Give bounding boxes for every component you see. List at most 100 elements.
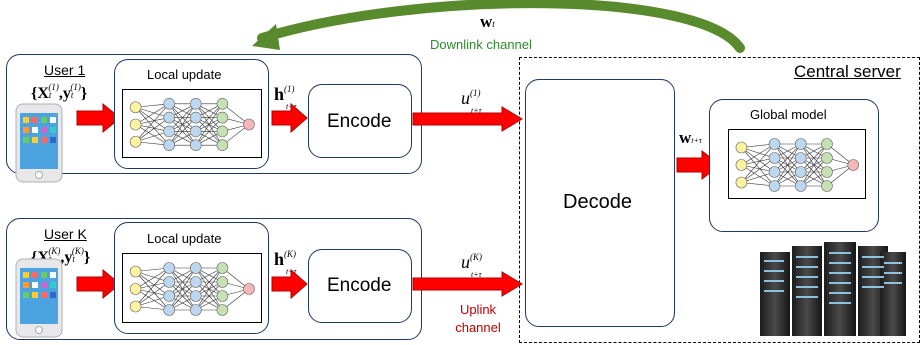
nn-edge <box>800 143 828 187</box>
nn-node <box>190 276 202 288</box>
nn-node <box>216 276 229 288</box>
nn-node <box>735 141 748 154</box>
nn-edge <box>195 267 223 311</box>
nn-edge <box>135 271 170 283</box>
nn-node <box>794 180 807 192</box>
nn-node <box>163 262 176 274</box>
neural-network-icon <box>122 253 262 323</box>
nn-node <box>216 290 229 302</box>
server-w-symbol: wt+τ <box>679 128 702 147</box>
nn-edge <box>135 106 170 118</box>
userK-u-symbol: u(K) <box>461 252 482 272</box>
nn-node <box>163 290 176 302</box>
nn-edge <box>741 157 775 183</box>
nn-node <box>163 125 176 138</box>
central-server-region <box>519 57 920 343</box>
nn-node <box>129 118 142 131</box>
nn-node <box>794 152 807 164</box>
nn-edge <box>135 107 170 146</box>
nn-edge <box>774 157 801 187</box>
nn-edge <box>741 164 775 187</box>
nn-node <box>243 118 255 131</box>
local-update-label: Local update <box>147 67 222 82</box>
encode-label: Encode <box>327 111 392 132</box>
nn-edge <box>168 103 197 132</box>
smartphone-icon <box>12 258 68 340</box>
nn-node <box>190 98 202 110</box>
nn-edge <box>135 267 170 307</box>
global-model-label: Global model <box>750 107 827 122</box>
arrow-local-update-to-encode <box>271 268 308 300</box>
nn-node <box>794 138 807 150</box>
user1-h-symbol: h(1) <box>274 84 295 104</box>
nn-edge <box>135 124 170 146</box>
nn-edge <box>135 107 170 132</box>
nn-edge <box>195 103 223 132</box>
nn-edge <box>741 143 775 183</box>
arrow-encode-to-decode-userK <box>412 271 523 297</box>
nn-edge <box>168 103 197 146</box>
central-server-label: Central server <box>794 62 901 81</box>
nn-edge <box>135 288 170 311</box>
nn-node <box>163 304 176 316</box>
nn-edge <box>195 117 223 146</box>
nn-edge <box>195 103 223 146</box>
user1-u-symbol: u(1) <box>461 88 481 108</box>
local-update-label: Local update <box>147 231 222 246</box>
encode-box <box>308 249 412 323</box>
nn-edge <box>168 117 197 146</box>
nn-edge <box>135 267 170 290</box>
nn-node <box>768 152 781 164</box>
nn-node <box>243 283 255 295</box>
nn-edge <box>800 143 828 173</box>
nn-node <box>821 152 833 164</box>
nn-node <box>735 176 748 189</box>
arrow-data-to-local-update <box>76 102 121 134</box>
nn-node <box>768 180 781 192</box>
nn-node <box>129 135 142 148</box>
nn-node <box>190 111 202 124</box>
nn-node <box>216 111 229 124</box>
user1-label: User 1 <box>44 62 86 78</box>
nn-node <box>216 304 229 316</box>
nn-node <box>190 304 202 316</box>
uplink-label: Uplink channel <box>455 302 501 335</box>
nn-node <box>190 125 202 138</box>
nn-edge <box>195 267 223 297</box>
encode-box <box>308 84 412 158</box>
nn-node <box>129 300 142 313</box>
nn-edge <box>774 143 801 173</box>
nn-node <box>129 101 142 114</box>
nn-node <box>768 166 781 178</box>
userK-h-symbol: h(K) <box>274 249 297 269</box>
nn-node <box>129 265 142 278</box>
nn-node <box>190 290 202 302</box>
nn-edge <box>135 117 170 142</box>
nn-node <box>821 180 833 192</box>
nn-node <box>216 125 229 138</box>
nn-node <box>794 166 807 178</box>
encode-label: Encode <box>327 275 392 296</box>
userK-label: User K <box>44 226 87 242</box>
nn-node <box>190 139 202 152</box>
nn-node <box>768 138 781 150</box>
nn-node <box>821 166 833 178</box>
nn-node <box>163 98 176 110</box>
nn-edge <box>741 143 775 166</box>
userK-u-subscript: t+τ <box>471 270 482 279</box>
nn-edge <box>135 271 170 297</box>
nn-edge <box>135 131 170 143</box>
nn-edge <box>135 103 170 125</box>
neural-network-icon <box>728 129 866 199</box>
nn-edge <box>741 147 775 173</box>
downlink-w-symbol: wt <box>480 12 495 31</box>
arrow-encode-to-decode-user1 <box>412 106 523 132</box>
neural-network-icon <box>122 89 262 158</box>
decode-label: Decode <box>563 191 632 213</box>
server-rack-icon <box>760 242 906 336</box>
nn-edge <box>195 281 223 311</box>
nn-edge <box>774 143 802 187</box>
nn-node <box>163 276 176 288</box>
nn-node <box>163 111 176 124</box>
